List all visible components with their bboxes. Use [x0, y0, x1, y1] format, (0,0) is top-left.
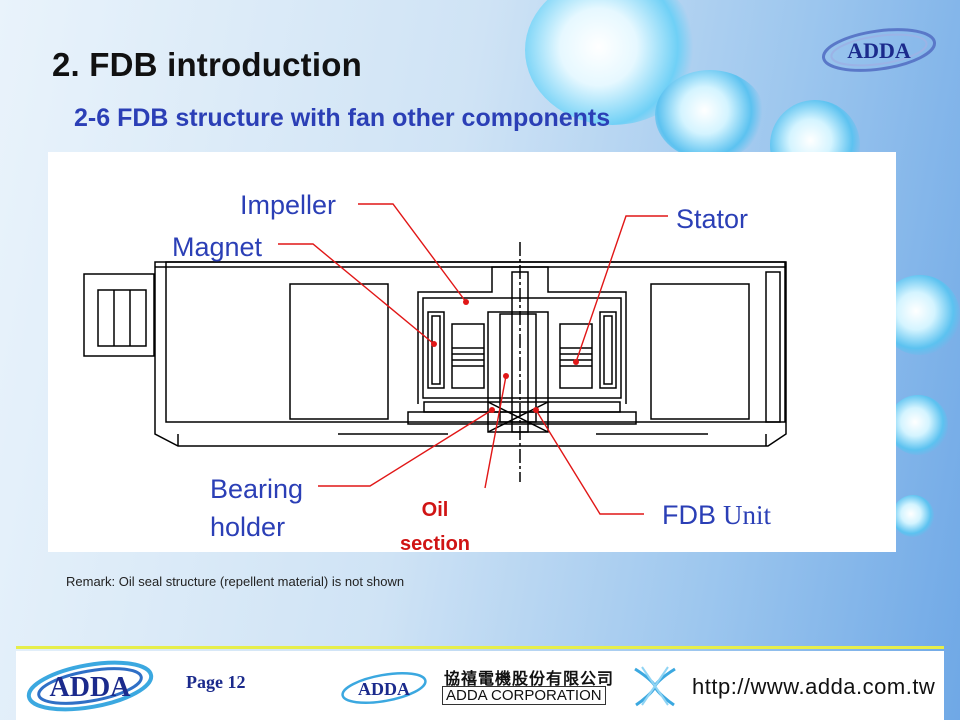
footer-corp-logo-text: ADDA [358, 679, 410, 699]
fan-cross-section: Impeller Magnet Stator Bearing holder FD… [83, 190, 787, 552]
slide-subtitle: 2-6 FDB structure with fan other compone… [74, 104, 611, 132]
footer-adda-logo-text: ADDA [50, 672, 132, 703]
magnet-label: Magnet [172, 232, 263, 262]
adda-logo: ADDA [821, 28, 937, 72]
bearing-holder-label-line1: Bearing [210, 474, 303, 504]
oil-section-label-line2: section [400, 533, 470, 552]
website-url[interactable]: http://www.adda.com.tw [692, 674, 936, 699]
impeller-label: Impeller [240, 190, 336, 220]
remark-note: Remark: Oil seal structure (repellent ma… [66, 574, 405, 589]
x-emblem-icon [634, 666, 676, 707]
fdb-unit-label-suffix: Unit [723, 500, 772, 530]
decorative-bubble [892, 495, 934, 537]
decorative-bubble [888, 395, 948, 455]
slide-title: 2. FDB introduction [52, 46, 362, 83]
fdb-structure-diagram: Impeller Magnet Stator Bearing holder FD… [48, 152, 896, 552]
stator-label: Stator [676, 204, 748, 234]
decorative-bubble [655, 70, 765, 160]
footer-divider [16, 646, 944, 649]
footer-adda-logo: ADDA [26, 660, 154, 712]
footer-bar [16, 651, 944, 720]
adda-logo-text: ADDA [847, 38, 911, 63]
bearing-holder-label-line2: holder [210, 512, 285, 542]
fdb-unit-label-prefix: FDB [662, 500, 716, 530]
corporation-name-english: ADDA CORPORATION [442, 686, 606, 705]
oil-section-label-line1: Oil [422, 499, 449, 521]
page-number: Page 12 [186, 672, 246, 692]
corporation-name-chinese: 協禧電機股份有限公司 [444, 671, 615, 688]
footer-corp-logo: ADDA [341, 672, 427, 704]
